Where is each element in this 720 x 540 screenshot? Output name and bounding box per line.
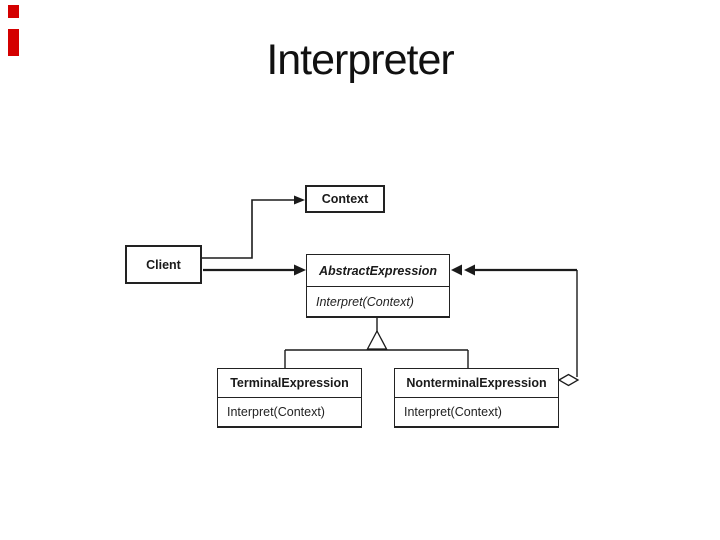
- class-name: Context: [321, 192, 369, 206]
- arrowhead-icon: [294, 195, 305, 205]
- generalization-links: [284, 316, 469, 368]
- class-method: Interpret(Context): [404, 405, 502, 419]
- class-name: NonterminalExpression: [395, 369, 558, 398]
- association-client-abstract-expression: [203, 264, 306, 276]
- arrowhead-icon: [294, 264, 306, 276]
- class-name: TerminalExpression: [218, 369, 361, 398]
- class-box-context: Context: [305, 185, 385, 213]
- class-box-terminal-expression: TerminalExpression Interpret(Context): [217, 368, 362, 428]
- association-client-context: [202, 195, 305, 259]
- arrowhead-icon: [464, 264, 475, 276]
- class-name: AbstractExpression: [307, 255, 449, 287]
- aggregation-diamond-icon: [557, 373, 580, 387]
- slide-title: Interpreter: [266, 36, 454, 84]
- class-box-client: Client: [125, 245, 202, 284]
- class-method: Interpret(Context): [316, 294, 414, 309]
- class-box-nonterminal-expression: NonterminalExpression Interpret(Context): [394, 368, 559, 428]
- arrowhead-icon: [451, 264, 462, 276]
- generalization-triangle-icon: [366, 329, 388, 350]
- red-square-decoration: [8, 5, 19, 18]
- class-box-abstract-expression: AbstractExpression Interpret(Context): [306, 254, 450, 318]
- red-bar-decoration: [8, 29, 19, 56]
- class-name: Client: [146, 257, 181, 272]
- class-method: Interpret(Context): [227, 405, 325, 419]
